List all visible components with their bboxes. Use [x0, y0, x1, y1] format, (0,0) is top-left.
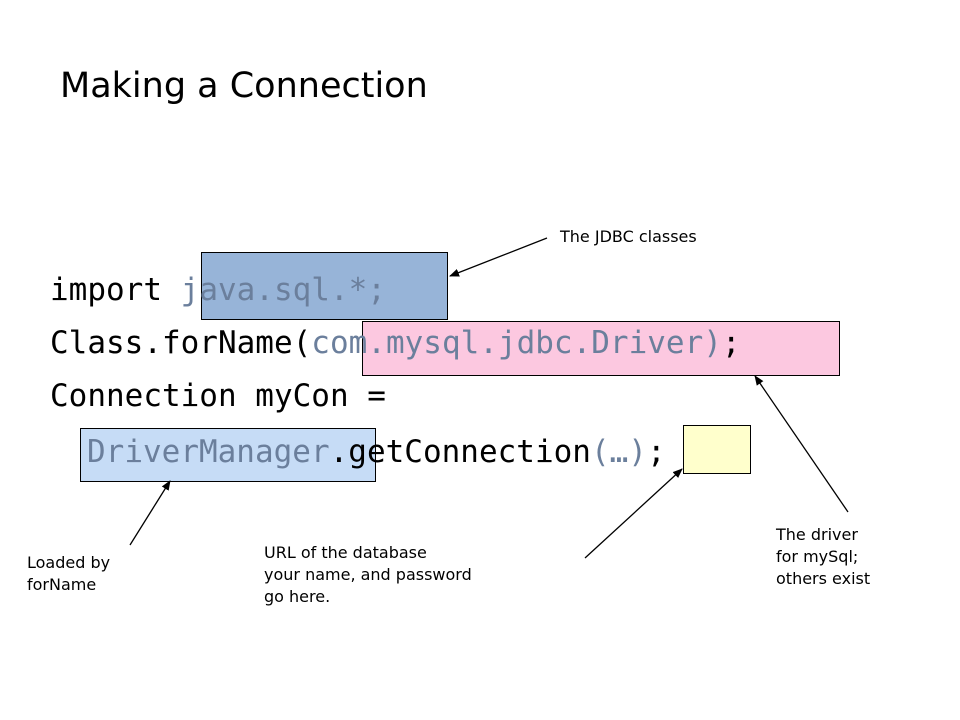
jdbc-package-highlight	[201, 252, 448, 320]
code-line-forname: Class.forName(com.mysql.jdbc.Driver);	[50, 323, 741, 363]
driver-class-highlight	[362, 321, 840, 376]
driver-manager-highlight	[80, 428, 376, 482]
url-note-arrow	[584, 468, 683, 559]
slide-title: Making a Connection	[60, 66, 428, 106]
forname-call: Class.forName(	[50, 325, 312, 361]
forname-semicolon: ;	[721, 325, 741, 361]
import-keyword: import	[50, 272, 181, 308]
code-line-import: import java.sql.*;	[50, 270, 386, 310]
jdbc-classes-arrow	[449, 237, 548, 277]
loaded-by-label: Loaded by forName	[27, 553, 111, 594]
connection-args-highlight	[683, 425, 751, 474]
url-note-label: URL of the database your name, and passw…	[264, 543, 472, 606]
code-line-connection: Connection myCon =	[50, 378, 386, 414]
code-line-getconnection: DriverManager.getConnection(…);	[87, 432, 666, 472]
driver-manager-class: DriverManager	[87, 434, 330, 470]
jdbc-package: java.sql.*;	[180, 272, 386, 308]
connection-args: (…)	[590, 434, 647, 470]
driver-class-name: com.mysql.jdbc.Driver)	[311, 325, 722, 361]
driver-note-arrow	[754, 375, 849, 513]
get-connection-method: .getConnection	[329, 434, 591, 470]
jdbc-classes-label: The JDBC classes	[560, 227, 697, 246]
driver-note-label: The driver for mySql; others exist	[776, 525, 871, 588]
loaded-by-arrow	[129, 480, 171, 546]
getconnection-semicolon: ;	[646, 434, 666, 470]
